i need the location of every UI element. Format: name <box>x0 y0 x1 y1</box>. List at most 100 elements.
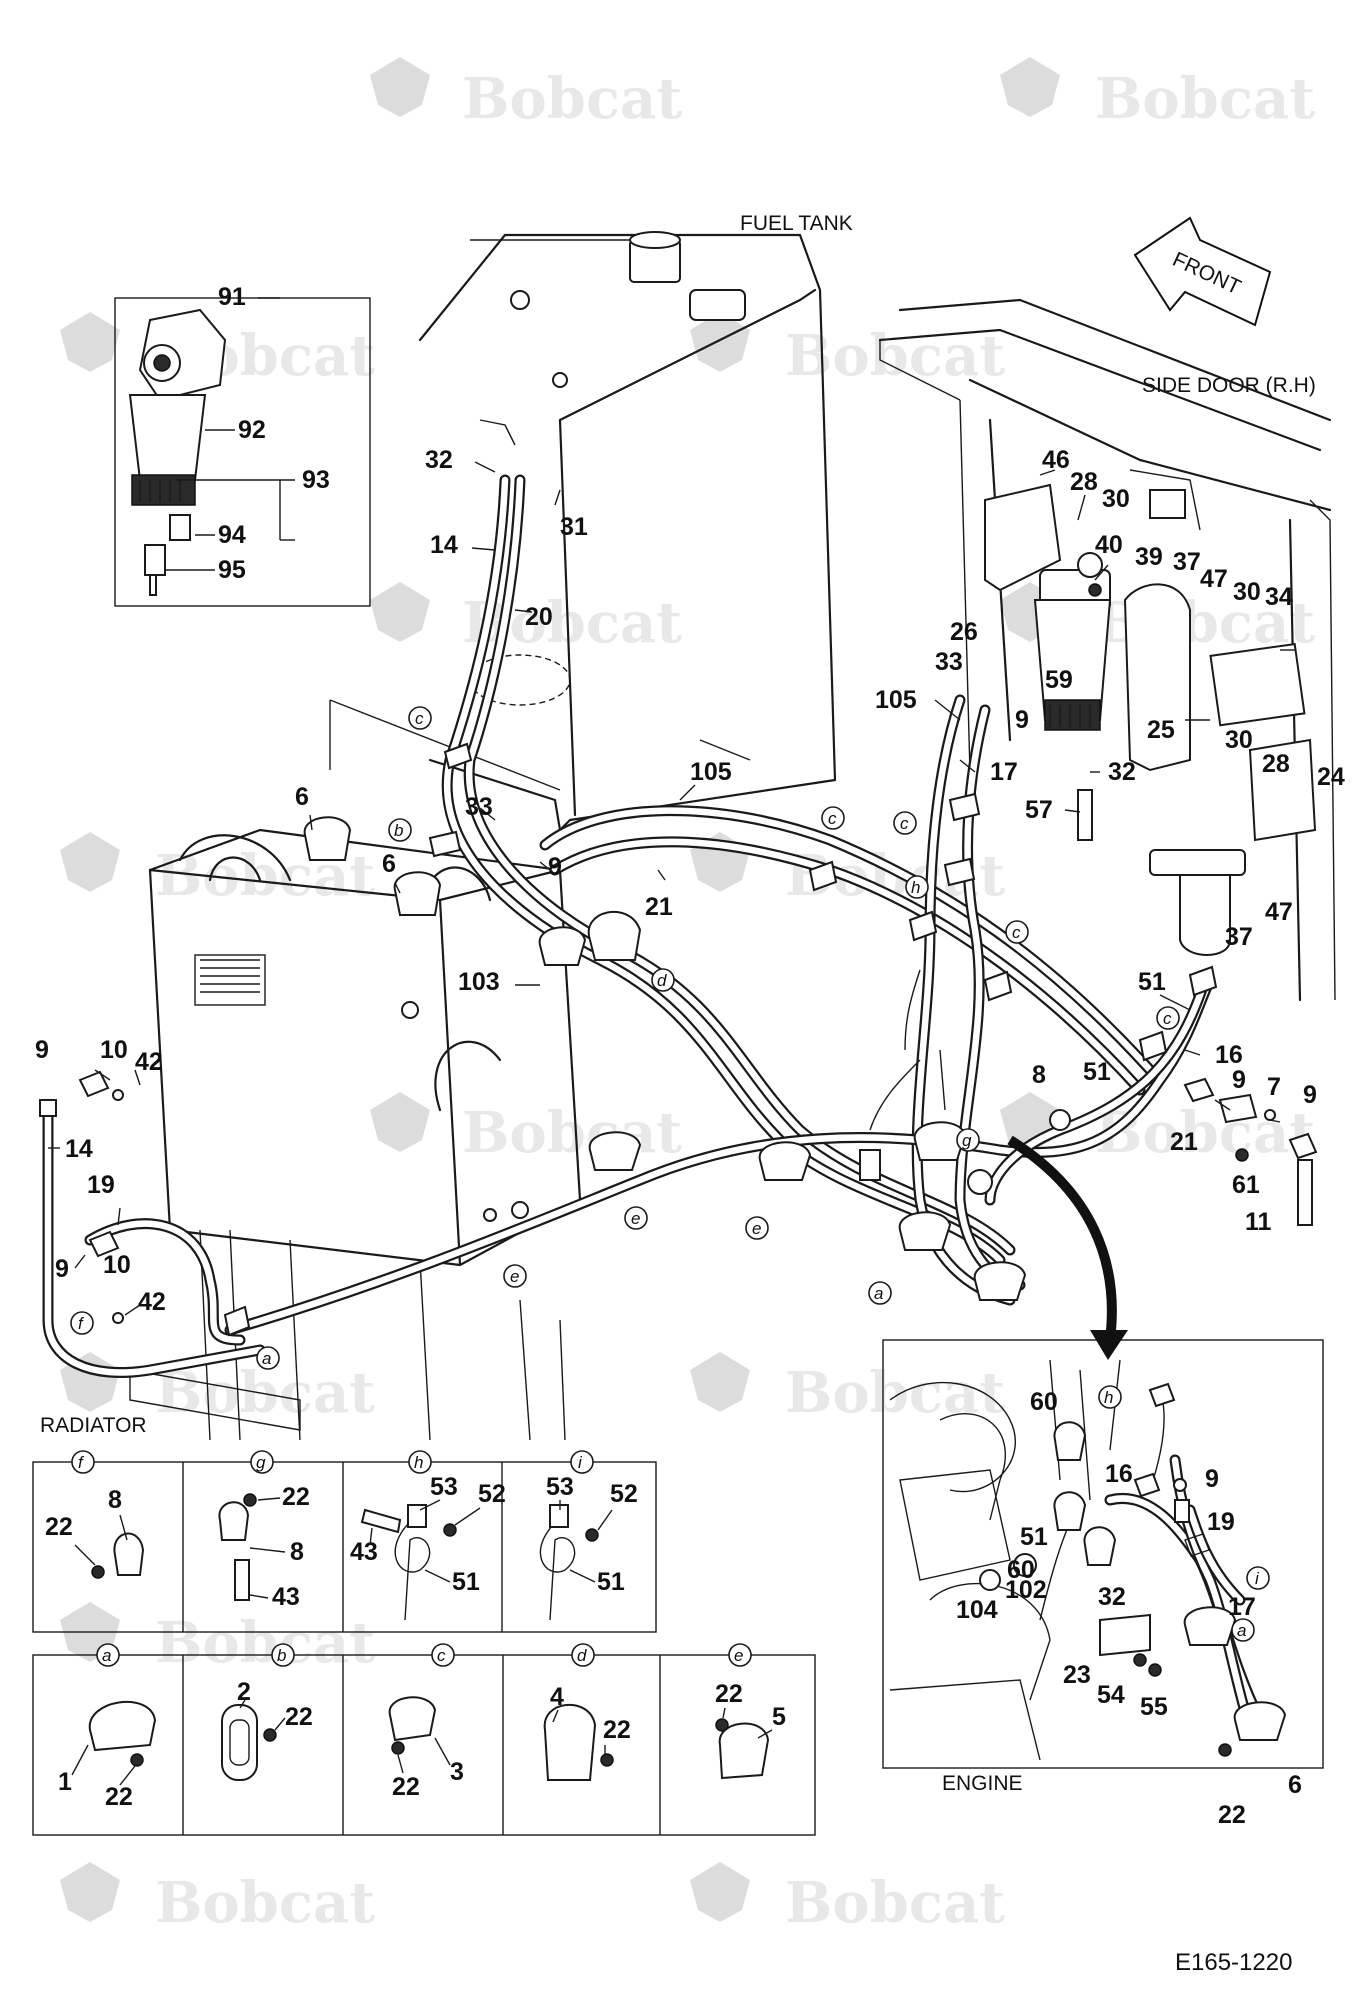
clip-marker-a <box>1231 1618 1255 1642</box>
fuel-filter-assembly <box>984 483 1317 956</box>
svg-text:52: 52 <box>478 1480 506 1508</box>
svg-text:c: c <box>437 1646 446 1665</box>
svg-text:51: 51 <box>1138 968 1166 996</box>
watermark-text: Bobcat <box>1095 1100 1315 1166</box>
svg-text:c: c <box>415 709 424 728</box>
svg-text:39: 39 <box>1135 543 1163 571</box>
clip-marker-c <box>1156 1006 1180 1030</box>
svg-text:22: 22 <box>392 1773 420 1801</box>
bobcat-watermark: Bobcat <box>1000 57 1315 132</box>
watermark-text: Bobcat <box>155 1610 375 1676</box>
svg-text:47: 47 <box>1200 565 1228 593</box>
clip-marker-a <box>256 1346 280 1370</box>
watermark-text: Bobcat <box>155 1870 375 1936</box>
clip-letter-markers: c b c c h c c d g e e e a a f h i a <box>70 706 1270 1642</box>
detail-box-c: c 22 3 <box>388 1643 464 1801</box>
svg-text:53: 53 <box>546 1473 574 1501</box>
svg-text:51: 51 <box>597 1568 625 1596</box>
radiator-caption: RADIATOR <box>40 1414 147 1437</box>
watermark-text: Bobcat <box>785 1870 1005 1936</box>
svg-text:22: 22 <box>105 1783 133 1811</box>
svg-text:22: 22 <box>282 1483 310 1511</box>
clip-marker-e <box>745 1216 769 1240</box>
svg-text:c: c <box>1012 923 1021 942</box>
svg-text:2: 2 <box>237 1678 251 1706</box>
svg-text:g: g <box>256 1453 266 1472</box>
svg-text:e: e <box>631 1209 640 1228</box>
svg-text:16: 16 <box>1105 1460 1133 1488</box>
svg-text:i: i <box>1255 1569 1260 1588</box>
hose-clips <box>39 742 1318 1337</box>
watermark-text: Bobcat <box>785 1360 1005 1426</box>
svg-text:105: 105 <box>690 758 732 786</box>
fuel-tank <box>329 231 837 832</box>
engine-inset: ENGINE <box>882 1339 1324 1795</box>
svg-text:91: 91 <box>218 283 246 311</box>
detail-box-h: h 53 52 43 51 <box>350 1450 506 1621</box>
svg-text:104: 104 <box>956 1596 998 1624</box>
clip-marker-h <box>905 875 929 899</box>
svg-text:54: 54 <box>1097 1681 1125 1709</box>
svg-text:11: 11 <box>1245 1208 1272 1236</box>
svg-text:17: 17 <box>990 758 1018 786</box>
clip-marker-e <box>624 1206 648 1230</box>
svg-text:57: 57 <box>1025 796 1053 824</box>
detail-box-f: f 22 8 <box>45 1450 145 1579</box>
engine-caption: ENGINE <box>942 1772 1023 1795</box>
svg-text:4: 4 <box>550 1683 564 1711</box>
svg-text:i: i <box>578 1453 583 1472</box>
svg-text:22: 22 <box>1218 1801 1246 1829</box>
bobcat-watermark: Bobcat <box>690 312 1005 389</box>
svg-text:21: 21 <box>645 893 673 921</box>
clip-marker-d <box>651 968 675 992</box>
svg-text:9: 9 <box>35 1036 49 1064</box>
svg-text:23: 23 <box>1063 1661 1091 1689</box>
svg-text:51: 51 <box>1083 1058 1111 1086</box>
svg-text:6: 6 <box>1288 1771 1302 1799</box>
svg-text:19: 19 <box>1207 1508 1235 1536</box>
svg-text:7: 7 <box>1267 1073 1281 1101</box>
filter-inset-frame <box>114 297 371 607</box>
svg-text:6: 6 <box>295 783 309 811</box>
svg-text:8: 8 <box>1032 1061 1046 1089</box>
fuel-tank-caption: FUEL TANK <box>740 212 853 235</box>
svg-text:32: 32 <box>1098 1583 1126 1611</box>
svg-text:52: 52 <box>610 1480 638 1508</box>
svg-text:c: c <box>1163 1009 1172 1028</box>
svg-text:3: 3 <box>450 1758 464 1786</box>
svg-text:94: 94 <box>218 521 246 549</box>
svg-text:59: 59 <box>1045 666 1073 694</box>
svg-text:8: 8 <box>108 1486 122 1514</box>
bobcat-watermark: Bobcat <box>690 1352 1005 1426</box>
svg-text:9: 9 <box>1303 1081 1317 1109</box>
svg-text:37: 37 <box>1173 548 1201 576</box>
svg-text:43: 43 <box>350 1538 378 1566</box>
svg-text:60: 60 <box>1030 1388 1058 1416</box>
svg-text:51: 51 <box>1020 1523 1048 1551</box>
svg-text:17: 17 <box>1228 1593 1256 1621</box>
svg-text:22: 22 <box>715 1680 743 1708</box>
sender-plate <box>689 289 746 321</box>
watermark-text: Bobcat <box>155 1360 375 1426</box>
svg-text:93: 93 <box>302 466 330 494</box>
bobcat-watermark: Bobcat <box>60 1862 375 1936</box>
svg-text:a: a <box>262 1349 271 1368</box>
svg-text:21: 21 <box>1170 1128 1198 1156</box>
svg-text:92: 92 <box>238 416 266 444</box>
svg-text:34: 34 <box>1265 583 1293 611</box>
watermark-text: Bobcat <box>462 1100 682 1166</box>
svg-text:42: 42 <box>138 1288 166 1316</box>
svg-text:37: 37 <box>1225 923 1253 951</box>
svg-text:105: 105 <box>875 686 917 714</box>
svg-text:d: d <box>657 971 667 990</box>
svg-text:10: 10 <box>100 1036 128 1064</box>
clip-marker-h <box>1098 1385 1122 1409</box>
svg-text:10: 10 <box>103 1251 131 1279</box>
clip-marker-c <box>408 706 432 730</box>
svg-text:20: 20 <box>525 603 553 631</box>
svg-text:g: g <box>962 1131 972 1150</box>
clip-marker-g <box>956 1128 980 1152</box>
svg-text:33: 33 <box>465 793 493 821</box>
svg-text:22: 22 <box>45 1513 73 1541</box>
svg-text:1: 1 <box>58 1768 72 1796</box>
